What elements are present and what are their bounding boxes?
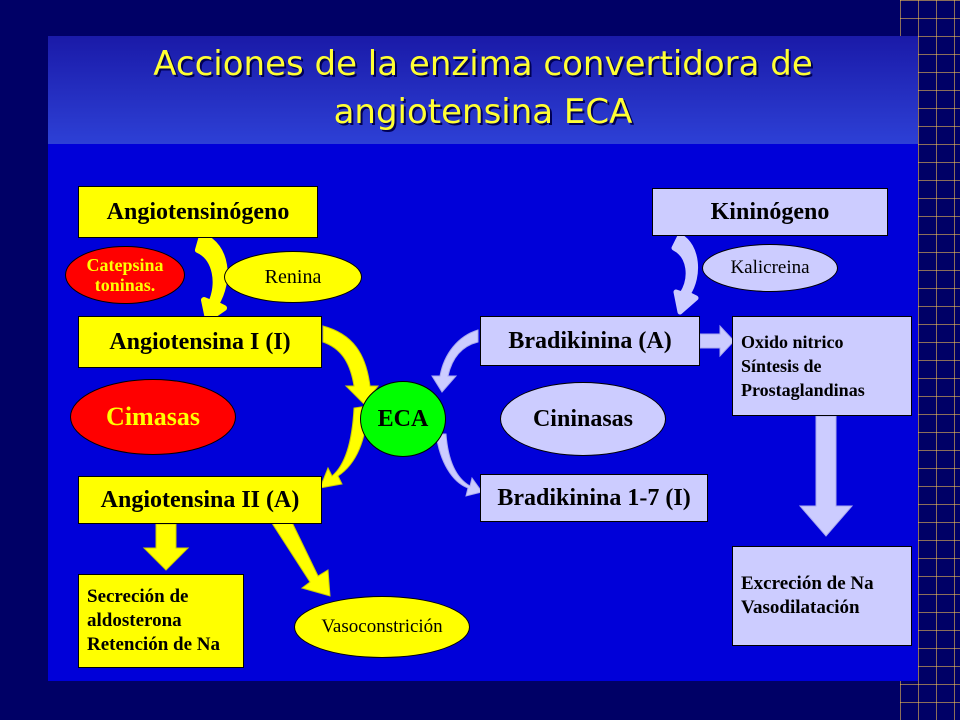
circle-eca: ECA [360, 381, 446, 457]
label-renina: Renina [264, 265, 322, 288]
ellipse-renina: Renina [224, 251, 362, 303]
label-oxido-3: Prostaglandinas [741, 380, 865, 400]
arrows-layer [142, 233, 854, 597]
box-bradikinina-a: Bradikinina (A) [480, 316, 700, 366]
label-oxido-2: Síntesis de [741, 356, 822, 376]
label-angiotensinogeno: Angiotensinógeno [106, 198, 290, 225]
ellipse-vasoconstricion: Vasoconstrición [294, 596, 470, 658]
box-angiotensina-ii: Angiotensina II (A) [78, 476, 322, 524]
label-angiotensina-ii: Angiotensina II (A) [100, 486, 300, 513]
ellipse-kalicreina: Kalicreina [702, 244, 838, 292]
arrow-bradikinina-to-eca [431, 329, 479, 393]
box-secrecion: Secreción de aldosterona Retención de Na [78, 574, 244, 668]
label-kalicreina: Kalicreina [730, 257, 810, 278]
label-secrecion-3: Retención de Na [87, 634, 220, 655]
arrow-ang-ii-to-vaso [269, 513, 331, 597]
arrow-bradikinina-to-oxido [699, 324, 735, 358]
label-cininasas: Cininasas [532, 405, 634, 432]
label-vasoconstricion: Vasoconstrición [321, 616, 443, 637]
title-line-1: Acciones de la enzima convertidora de [153, 44, 813, 84]
arrow-ang-i-to-eca [322, 325, 380, 405]
arrow-oxido-to-excrecion [798, 415, 854, 537]
label-catepsina-2: toninas. [94, 275, 156, 295]
slide: Acciones de la enzima convertidora de an… [48, 36, 918, 681]
label-secrecion-1: Secreción de [87, 586, 189, 607]
label-cimasas: Cimasas [106, 402, 200, 431]
title-band: Acciones de la enzima convertidora de an… [48, 36, 918, 144]
box-kininogeno: Kininógeno [652, 188, 888, 236]
label-bradikinina-17: Bradikinina 1-7 (I) [497, 484, 691, 511]
arrow-angiotensinogeno-to-ang-i [195, 233, 228, 322]
label-kininogeno: Kininógeno [710, 198, 830, 225]
label-excrecion-1: Excreción de Na [741, 573, 874, 594]
slide-title: Acciones de la enzima convertidora de an… [48, 40, 918, 136]
label-catepsina-1: Catepsina [86, 255, 164, 275]
ellipse-catepsina: Catepsina toninas. [65, 246, 185, 304]
arrow-ang-ii-to-secrecion [142, 523, 190, 571]
box-excrecion: Excreción de Na Vasodilatación [732, 546, 912, 646]
box-oxido-nitrico: Oxido nitrico Síntesis de Prostaglandina… [732, 316, 912, 416]
title-line-2: angiotensina ECA [333, 92, 633, 132]
label-excrecion-2: Vasodilatación [741, 597, 860, 618]
label-secrecion-2: aldosterona [87, 610, 182, 631]
label-oxido-1: Oxido nitrico [741, 332, 844, 352]
label-eca: ECA [377, 405, 429, 432]
box-angiotensinogeno: Angiotensinógeno [78, 186, 318, 238]
arrow-eca-to-bradikinina-17 [435, 433, 483, 497]
ellipse-cimasas: Cimasas [70, 379, 236, 455]
ellipse-cininasas: Cininasas [500, 382, 666, 456]
label-angiotensina-i: Angiotensina I (I) [109, 328, 291, 355]
box-angiotensina-i: Angiotensina I (I) [78, 316, 322, 368]
arrow-kininogeno-to-bradikinina [671, 233, 699, 315]
label-bradikinina-a: Bradikinina (A) [508, 327, 672, 354]
box-bradikinina-17: Bradikinina 1-7 (I) [480, 474, 708, 522]
